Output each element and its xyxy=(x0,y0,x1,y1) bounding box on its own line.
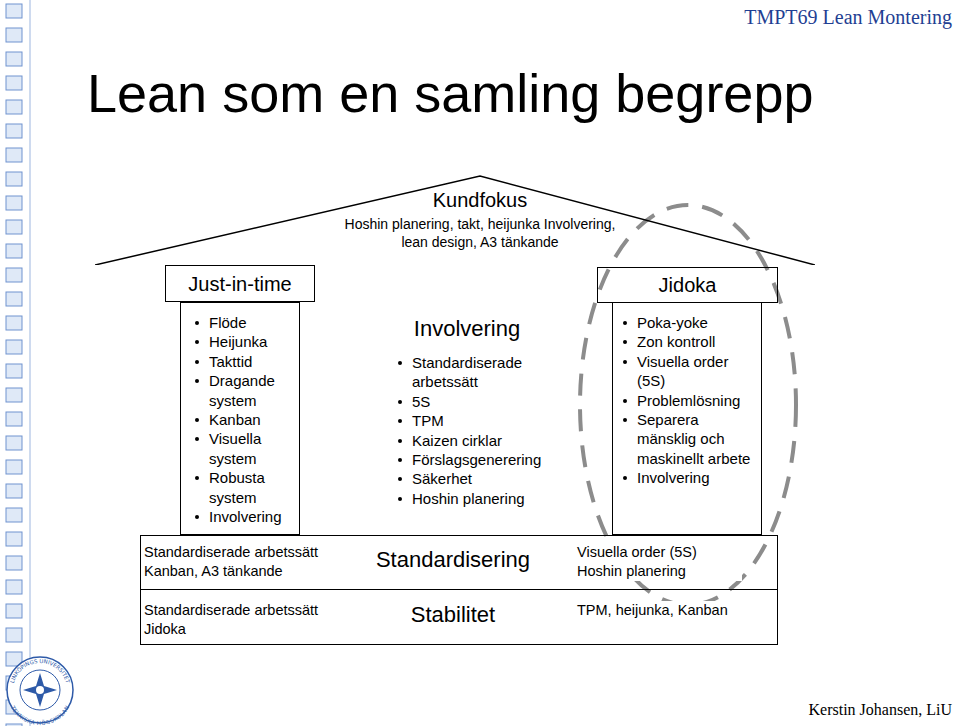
bullet-item: Standardiserade arbetssätt xyxy=(412,353,552,392)
bullet-text: Flöde xyxy=(209,314,247,331)
bullet-text: Takttid xyxy=(209,353,252,370)
bullet-text: Separera mänsklig och maskinellt arbete xyxy=(637,411,750,467)
middle-column: Standardiserade arbetssätt 5S TPM Kaizen ci… xyxy=(412,353,562,508)
bullet-text: Poka-yoke xyxy=(637,314,708,331)
bullet-dot xyxy=(195,476,199,480)
bullet-text: Involvering xyxy=(637,469,710,486)
foundation-heading: Standardisering xyxy=(363,547,543,573)
bullet-dot xyxy=(623,321,627,325)
bullet-text: Problemlösning xyxy=(637,392,740,409)
bullet-dot xyxy=(398,477,402,481)
bullet-dot xyxy=(398,419,402,423)
bullet-dot xyxy=(623,340,627,344)
bullet-text: Förslagsgenerering xyxy=(412,451,541,468)
bullet-dot xyxy=(398,361,402,365)
foundation-band: Standardiserade arbetssätt Kanban, A3 tä… xyxy=(140,535,778,590)
bullet-text: Dragande system xyxy=(209,372,275,408)
bullet-dot xyxy=(195,437,199,441)
bullet-dot xyxy=(195,360,199,364)
bullet-item: 5S xyxy=(412,392,552,411)
foundation-heading: Stabilitet xyxy=(363,602,543,628)
bullet-item: Dragande system xyxy=(209,371,293,410)
bullet-item: Kaizen cirklar xyxy=(412,431,552,450)
bullet-text: Kaizen cirklar xyxy=(412,432,502,449)
bullet-dot xyxy=(623,360,627,364)
bullet-text: Kanban xyxy=(209,411,261,428)
column-heading: Involvering xyxy=(392,316,542,342)
bullet-dot xyxy=(623,399,627,403)
foundation-text: Standardiserade arbetssätt Kanban, A3 tä… xyxy=(144,543,359,581)
roof-text: Hoshin planering, takt, heijunka Involve… xyxy=(335,215,625,251)
bullet-dot xyxy=(398,458,402,462)
slide-title: Lean som en samling begrepp xyxy=(87,62,813,124)
bullet-item: Poka-yoke xyxy=(637,313,755,332)
pillar-heading: Just-in-time xyxy=(186,272,293,296)
bullet-text: Standardiserade arbetssätt xyxy=(412,354,522,390)
bullet-text: Hoshin planering xyxy=(412,490,525,507)
bullet-text: Visuella order (5S) xyxy=(637,353,728,389)
bullet-item: Robusta system xyxy=(209,468,293,507)
bullet-dot xyxy=(195,379,199,383)
side-strip xyxy=(0,0,30,726)
logo-text: LINKÖPINGS UNIVERSITET xyxy=(9,658,71,684)
bullet-dot xyxy=(195,418,199,422)
bullet-item: Problemlösning xyxy=(637,391,755,410)
bullet-text: Robusta system xyxy=(209,469,265,505)
bullet-text: Zon kontroll xyxy=(637,333,715,350)
bullet-text: Visuella system xyxy=(209,430,261,466)
pillar-header: Jidoka xyxy=(597,267,778,303)
foundation-text: Standardiserade arbetssätt Jidoka xyxy=(144,601,359,639)
bullet-item: Hoshin planering xyxy=(412,489,552,508)
bullet-item: Flöde xyxy=(209,313,293,332)
bullet-item: Involvering xyxy=(209,507,293,526)
author-footer: Kerstin Johansen, LiU xyxy=(808,700,952,720)
bullet-text: 5S xyxy=(412,393,430,410)
bullet-item: Förslagsgenerering xyxy=(412,450,552,469)
bullet-dot xyxy=(623,476,627,480)
bullet-dot xyxy=(195,321,199,325)
bullet-item: Kanban xyxy=(209,410,293,429)
roof-heading: Kundfokus xyxy=(380,189,580,211)
bullet-dot xyxy=(195,515,199,519)
foundation-band: Standardiserade arbetssätt JidokaStabili… xyxy=(140,590,778,645)
pillar-heading: Jidoka xyxy=(657,273,719,297)
roof: KundfokusHoshin planering, takt, heijunk… xyxy=(95,175,815,265)
bullet-dot xyxy=(398,439,402,443)
bullet-dot xyxy=(623,418,627,422)
pillar-header: Just-in-time xyxy=(165,265,315,302)
bullet-dot xyxy=(398,497,402,501)
bullet-text: Involvering xyxy=(209,508,282,525)
bullet-item: Visuella system xyxy=(209,429,293,468)
foundation-text: Visuella order (5S) Hoshin planering xyxy=(577,543,742,581)
logo-text: TEKNISKA HÖGSKOLAN xyxy=(9,704,70,726)
bullet-item: Involvering xyxy=(637,468,755,487)
foundation-text: TPM, heijunka, Kanban xyxy=(577,601,742,620)
bullet-item: TPM xyxy=(412,411,552,430)
bullet-item: Säkerhet xyxy=(412,469,552,488)
side-strip-edge xyxy=(30,0,31,726)
bullet-text: Säkerhet xyxy=(412,470,472,487)
bullet-dot xyxy=(195,340,199,344)
bullet-item: Takttid xyxy=(209,352,293,371)
course-header: TMPT69 Lean Montering xyxy=(744,5,952,29)
roof-line xyxy=(95,176,815,265)
bullet-item: Separera mänsklig och maskinellt arbete xyxy=(637,410,755,468)
bullet-item: Heijunka xyxy=(209,332,293,351)
bullet-text: Heijunka xyxy=(209,333,267,350)
bullet-dot xyxy=(398,400,402,404)
pillar-box: Poka-yokeZon kontrollVisuella order (5S)… xyxy=(612,302,762,535)
bullet-item: Visuella order (5S) xyxy=(637,352,755,391)
bullet-text: TPM xyxy=(412,412,444,429)
bullet-item: Zon kontroll xyxy=(637,332,755,351)
pillar-box: FlödeHeijunkaTakttidDragande systemKanba… xyxy=(180,302,300,535)
